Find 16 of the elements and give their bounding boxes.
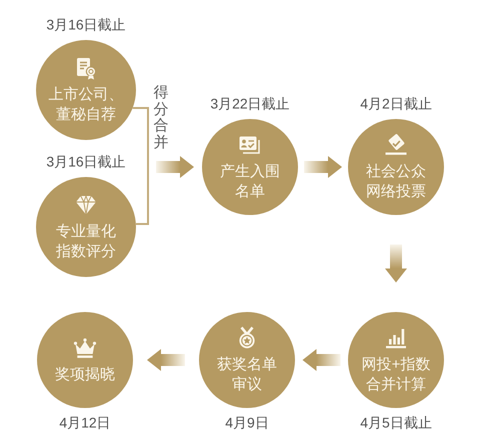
- step-label: 社会公众网络投票: [365, 162, 427, 201]
- date-label: 3月22日截止: [210, 96, 290, 112]
- step-label: 上市公司、董秘自荐: [48, 85, 124, 124]
- step-label: 网投+指数合并计算: [360, 355, 432, 394]
- date-label: 4月5日截止: [360, 414, 432, 432]
- step-label: 产生入围名单: [219, 162, 281, 201]
- step-label: 专业量化指数评分: [55, 222, 117, 261]
- annotation-label: 得分合并: [154, 85, 168, 151]
- date-label: 4月12日: [59, 414, 111, 432]
- date-label: 3月16日截止: [46, 16, 126, 34]
- connector-line: [132, 107, 149, 167]
- date-label: 3月16日截止: [46, 154, 126, 170]
- date-label: 4月9日: [225, 414, 269, 432]
- step-label: 奖项揭晓: [54, 364, 116, 384]
- step-label: 获奖名单审议: [216, 355, 278, 394]
- date-label: 4月2日截止: [360, 96, 432, 112]
